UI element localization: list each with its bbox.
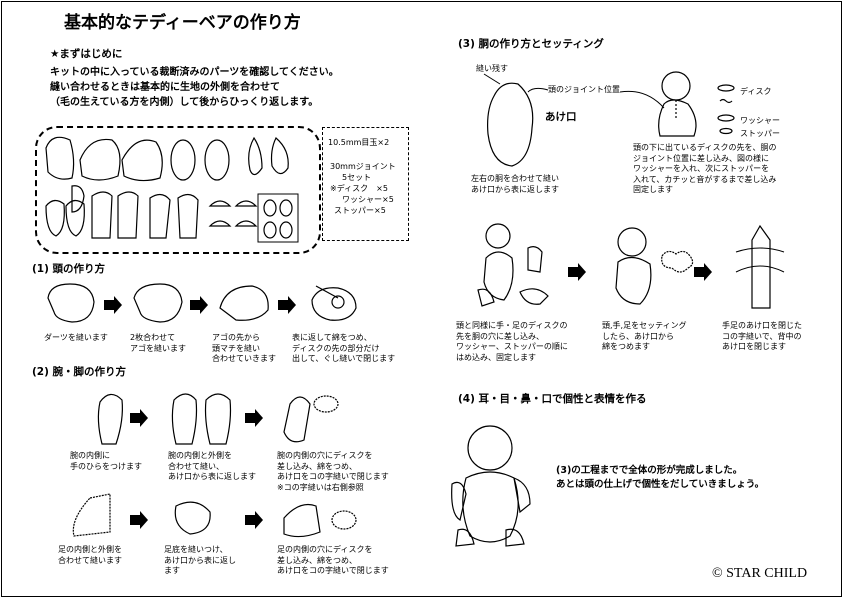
arrow-s1-3 xyxy=(278,296,296,314)
arrow-s3-2 xyxy=(694,263,712,281)
arrow-arm-1 xyxy=(130,409,148,427)
arrow-arm-2 xyxy=(245,409,263,427)
arm-leg-steps xyxy=(73,394,356,537)
arrow-leg-2 xyxy=(245,511,263,529)
pattern-pieces xyxy=(46,137,298,242)
limb-setting xyxy=(478,224,784,308)
body-assembly xyxy=(484,72,734,166)
arrow-s3-1 xyxy=(568,263,586,281)
arrow-s1-1 xyxy=(104,296,122,314)
arrow-s1-2 xyxy=(190,296,208,314)
arrow-leg-1 xyxy=(130,511,148,529)
finished-bear xyxy=(452,426,530,546)
